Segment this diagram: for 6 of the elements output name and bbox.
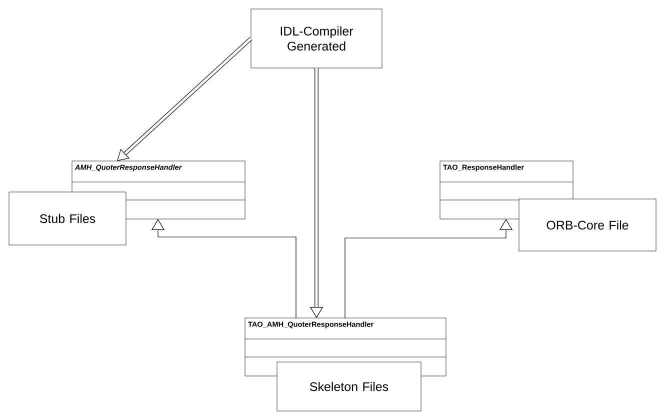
file-box: Skeleton Files (276, 362, 422, 412)
arrow (117, 37, 252, 161)
file-box: IDL-Compiler Generated (250, 8, 382, 68)
file-box: Stub Files (8, 192, 126, 246)
inheritance-arrow (151, 219, 296, 318)
file-box: ORB-Core File (518, 198, 656, 252)
